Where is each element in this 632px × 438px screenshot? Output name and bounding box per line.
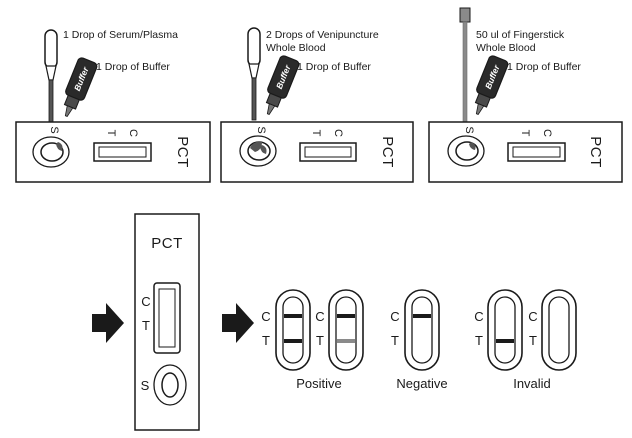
step-3-fingerstick: Buffer 50 ul of Fingerstick Whole Blood … (428, 7, 623, 183)
panel2-buffer-label: 1 Drop of Buffer (297, 61, 371, 73)
t-mark: T (519, 130, 531, 137)
result-t-mark: T (262, 333, 270, 348)
result-t-mark: T (391, 333, 399, 348)
sample-well-label: S (463, 126, 475, 133)
panel1-sample-label: 1 Drop of Serum/Plasma (63, 29, 178, 41)
test-band (284, 339, 302, 343)
result-window-invalid-none: C T (528, 289, 577, 371)
result-t-mark: T (475, 333, 483, 348)
c-mark: C (332, 129, 344, 137)
vertical-cassette-name: PCT (151, 235, 183, 252)
t-mark: T (310, 130, 322, 137)
buffer-bottle-icon: Buffer (265, 55, 300, 115)
invalid-label: Invalid (513, 376, 551, 391)
dropper-icon (247, 27, 261, 121)
t-mark: T (105, 130, 117, 137)
test-cassette: S T C PCT (15, 121, 211, 183)
result-c-mark: C (474, 309, 483, 324)
c-mark: C (127, 129, 139, 137)
step-1-serum-plasma: Buffer 1 Drop of Serum/Plasma 1 Drop of … (15, 29, 211, 183)
result-c-mark: C (261, 309, 270, 324)
result-t-mark: T (316, 333, 324, 348)
result-window-invalid-test-only: C T (474, 289, 523, 371)
c-mark: C (541, 129, 553, 137)
test-band (496, 339, 514, 343)
positive-label: Positive (296, 376, 342, 391)
result-window-negative: C T (390, 289, 440, 371)
buffer-bottle-icon: Buffer (474, 55, 509, 115)
dropper-icon (44, 29, 58, 137)
cassette-name: PCT (379, 136, 396, 168)
result-window-positive-weak: C T (315, 289, 364, 371)
arrow-right-icon (222, 303, 254, 343)
vertical-c-mark: C (141, 294, 150, 309)
cassette-name: PCT (587, 136, 604, 168)
panel2-sample-label-line1: 2 Drops of Venipuncture (266, 29, 379, 41)
panel3-sample-label-line2: Whole Blood (476, 42, 536, 54)
test-cassette: S T C PCT (220, 121, 414, 183)
vertical-test-cassette: PCT C T S (134, 213, 200, 431)
control-band (284, 314, 302, 318)
panel1-buffer-label: 1 Drop of Buffer (96, 61, 170, 73)
panel3-buffer-label: 1 Drop of Buffer (507, 61, 581, 73)
panel3-sample-label-line1: 50 ul of Fingerstick (476, 29, 565, 41)
result-c-mark: C (528, 309, 537, 324)
control-band (413, 314, 431, 318)
step-2-venipuncture: Buffer 2 Drops of Venipuncture Whole Blo… (220, 27, 414, 183)
pipette-icon (459, 7, 471, 131)
control-band (337, 314, 355, 318)
result-c-mark: C (315, 309, 324, 324)
test-band (337, 339, 355, 343)
result-c-mark: C (390, 309, 399, 324)
vertical-t-mark: T (142, 318, 150, 333)
panel2-sample-label-line2: Whole Blood (266, 42, 326, 54)
arrow-right-icon (92, 303, 124, 343)
sample-well-label: S (255, 126, 267, 133)
vertical-sample-mark: S (141, 378, 150, 393)
result-t-mark: T (529, 333, 537, 348)
sample-well-label: S (48, 126, 60, 133)
result-window-positive-strong: C T (261, 289, 311, 371)
buffer-bottle-icon: Buffer (63, 57, 98, 117)
test-cassette: S T C PCT (428, 121, 623, 183)
cassette-name: PCT (174, 136, 191, 168)
negative-label: Negative (396, 376, 447, 391)
